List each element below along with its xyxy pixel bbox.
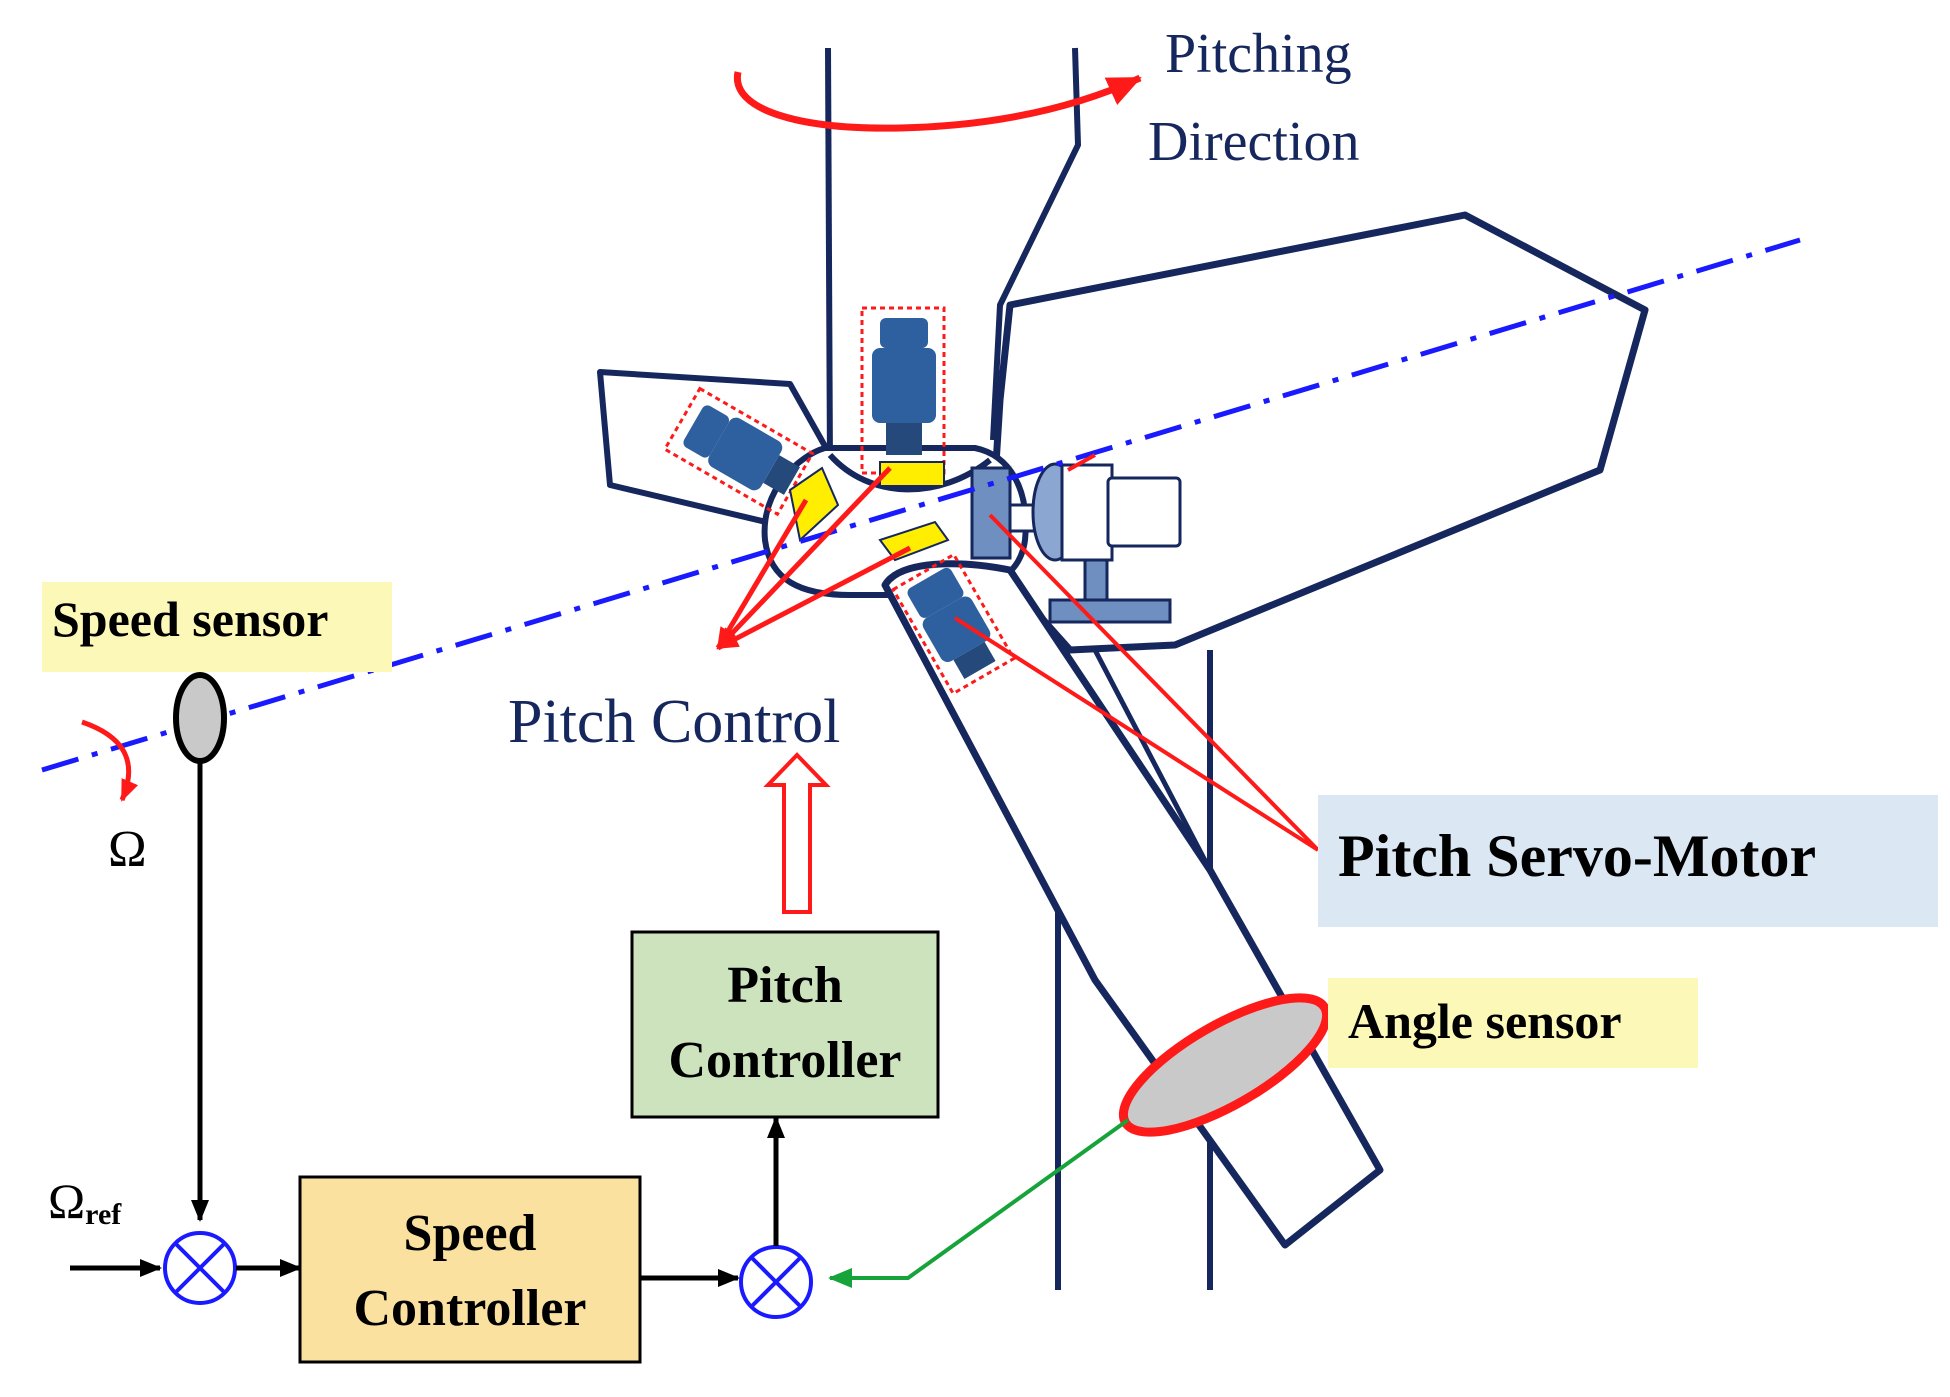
servo-motor-label: Pitch Servo-Motor [1338,823,1816,889]
speed-sensor [173,672,227,764]
pitch-controller-box [630,930,940,1119]
pitching-direction-label-2: Direction [1148,111,1359,173]
pitch-control-hollow-arrow [763,752,831,914]
upper-blade [825,47,1081,471]
omega-label: Ω [108,821,147,878]
omega-ref-base: Ω [48,1173,85,1229]
pitch-motor-top [860,306,946,487]
pitch-motor-lower [891,552,1016,696]
summing-junction-speed [163,1231,237,1305]
pitching-direction-arrow [733,71,1142,132]
speed-sensor-label-box [42,582,392,672]
angle-sensor-label-box [1328,978,1698,1068]
omega-ref-subscript: ref [85,1198,122,1231]
pitch-controller-label-1: Pitch [727,957,843,1014]
speed-controller-box [298,1175,642,1364]
speed-controller-label-2: Controller [354,1280,587,1337]
drivetrain [970,462,1182,624]
rotation-arrow [81,719,139,802]
speed-controller-label-1: Speed [404,1205,537,1262]
omega-ref-label: Ωref [48,1173,122,1231]
servo-motor-label-box [1318,795,1938,927]
rotor-axis [41,237,1801,773]
yellow-plate-right [878,520,950,562]
angle-feedback-line [828,1118,1130,1288]
servo-motor-leader-lines [953,453,1320,852]
summing-junction-pitch [739,1245,813,1319]
pitch-motor-left [662,386,815,517]
pitching-direction-label-1: Pitching [1165,23,1352,85]
pitch-control-label: Pitch Control [508,688,840,756]
pitch-control-arrows [715,466,912,651]
yellow-plate-left [788,466,840,542]
angle-sensor-label: Angle sensor [1348,993,1622,1049]
speed-sensor-label: Speed sensor [52,591,328,647]
pitch-controller-label-2: Controller [669,1032,902,1089]
